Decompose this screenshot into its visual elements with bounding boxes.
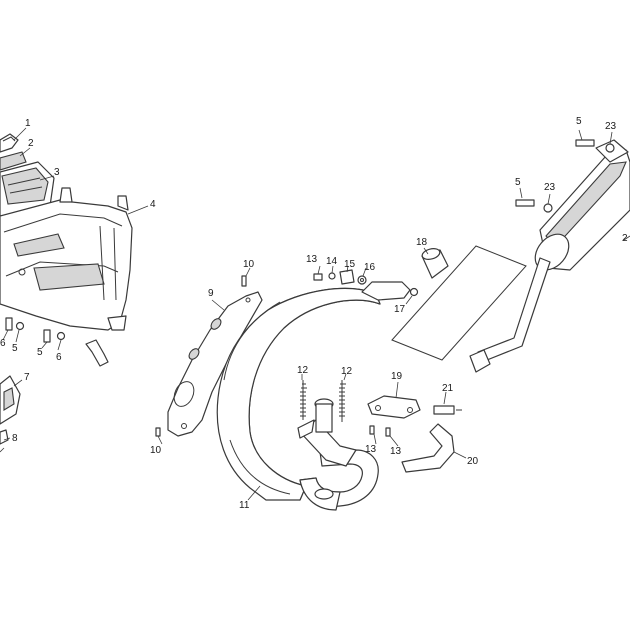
- callout-16: 16: [364, 262, 376, 273]
- callout-5d: 5: [515, 177, 521, 188]
- callout-10b: 10: [150, 445, 162, 456]
- callout-23b: 23: [544, 182, 556, 193]
- callout-21: 21: [442, 383, 454, 394]
- callout-12b: 12: [341, 366, 353, 377]
- part-8-clamp: [0, 429, 9, 445]
- callout-labels: 1 2 3 4 6 5 5 6 7 8 9 10 10 11 12 12 13 …: [0, 116, 628, 511]
- callout-5c: 5: [576, 116, 582, 127]
- silencer-assembly: [391, 129, 630, 373]
- callout-6a: 6: [0, 338, 6, 349]
- part-19-connector: [367, 395, 421, 437]
- callout-18: 18: [416, 237, 428, 248]
- callout-14: 14: [326, 256, 338, 267]
- guide-outline: [391, 245, 527, 361]
- part-4-airbox: [0, 199, 133, 331]
- callout-15: 15: [344, 259, 356, 270]
- callout-2-right: 2: [622, 233, 628, 244]
- mount-hardware: [313, 265, 419, 305]
- part-1-clip: [0, 133, 19, 153]
- callout-11: 11: [239, 500, 250, 511]
- callout-1: 1: [25, 118, 31, 129]
- part-21-tube: [433, 405, 455, 415]
- callout-9: 9: [208, 288, 214, 299]
- callout-20: 20: [467, 456, 479, 467]
- callout-5b: 5: [37, 347, 43, 358]
- callout-19: 19: [391, 371, 403, 382]
- callout-23a: 23: [605, 121, 617, 132]
- callout-3: 3: [54, 167, 60, 178]
- callout-8: 8: [12, 433, 18, 444]
- callout-17: 17: [394, 304, 406, 315]
- airbox-assembly: [0, 133, 133, 453]
- callout-12a: 12: [297, 365, 309, 376]
- callout-7: 7: [24, 372, 30, 383]
- small-hose: [85, 339, 109, 367]
- callout-6b: 6: [56, 352, 62, 363]
- expansion-chamber: [216, 281, 411, 511]
- callout-4: 4: [150, 199, 156, 210]
- screws-5-6: [2, 317, 66, 351]
- callout-2: 2: [28, 138, 34, 149]
- callout-10a: 10: [243, 259, 255, 270]
- callout-13c: 13: [390, 446, 402, 457]
- tail-pipe: [477, 257, 551, 363]
- part-2-element: [0, 151, 27, 171]
- callout-13a: 13: [306, 254, 318, 265]
- springs-12: [300, 380, 346, 422]
- part-20-hose: [401, 423, 455, 473]
- callout-13b: 13: [365, 444, 377, 455]
- exit-pipe: [361, 281, 411, 301]
- callout-5a: 5: [12, 343, 18, 354]
- heat-shield: [155, 275, 263, 437]
